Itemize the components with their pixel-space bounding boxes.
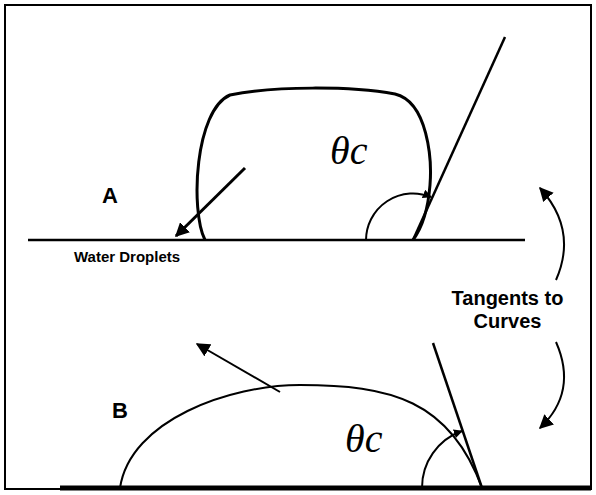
water-droplet xyxy=(120,385,482,488)
leader-arrow xyxy=(176,168,245,236)
frame xyxy=(5,5,591,489)
angle-symbol: θc xyxy=(330,128,367,174)
angle-arc xyxy=(366,193,431,240)
tangent-line xyxy=(433,343,482,488)
surface-line xyxy=(28,239,525,242)
part-letter: B xyxy=(112,398,128,423)
callout-text: Tangents to Curves xyxy=(425,287,590,333)
callout-text: Water Droplets xyxy=(74,248,180,265)
leader-arrow xyxy=(540,342,564,428)
surface-line xyxy=(60,486,591,491)
water-droplet xyxy=(197,88,430,240)
leader-arrow xyxy=(197,344,280,392)
leader-arrow xyxy=(540,188,564,280)
tangent-line xyxy=(413,37,505,240)
angle-symbol: θc xyxy=(345,416,382,462)
angle-arc xyxy=(422,431,462,488)
part-letter: A xyxy=(102,183,118,208)
